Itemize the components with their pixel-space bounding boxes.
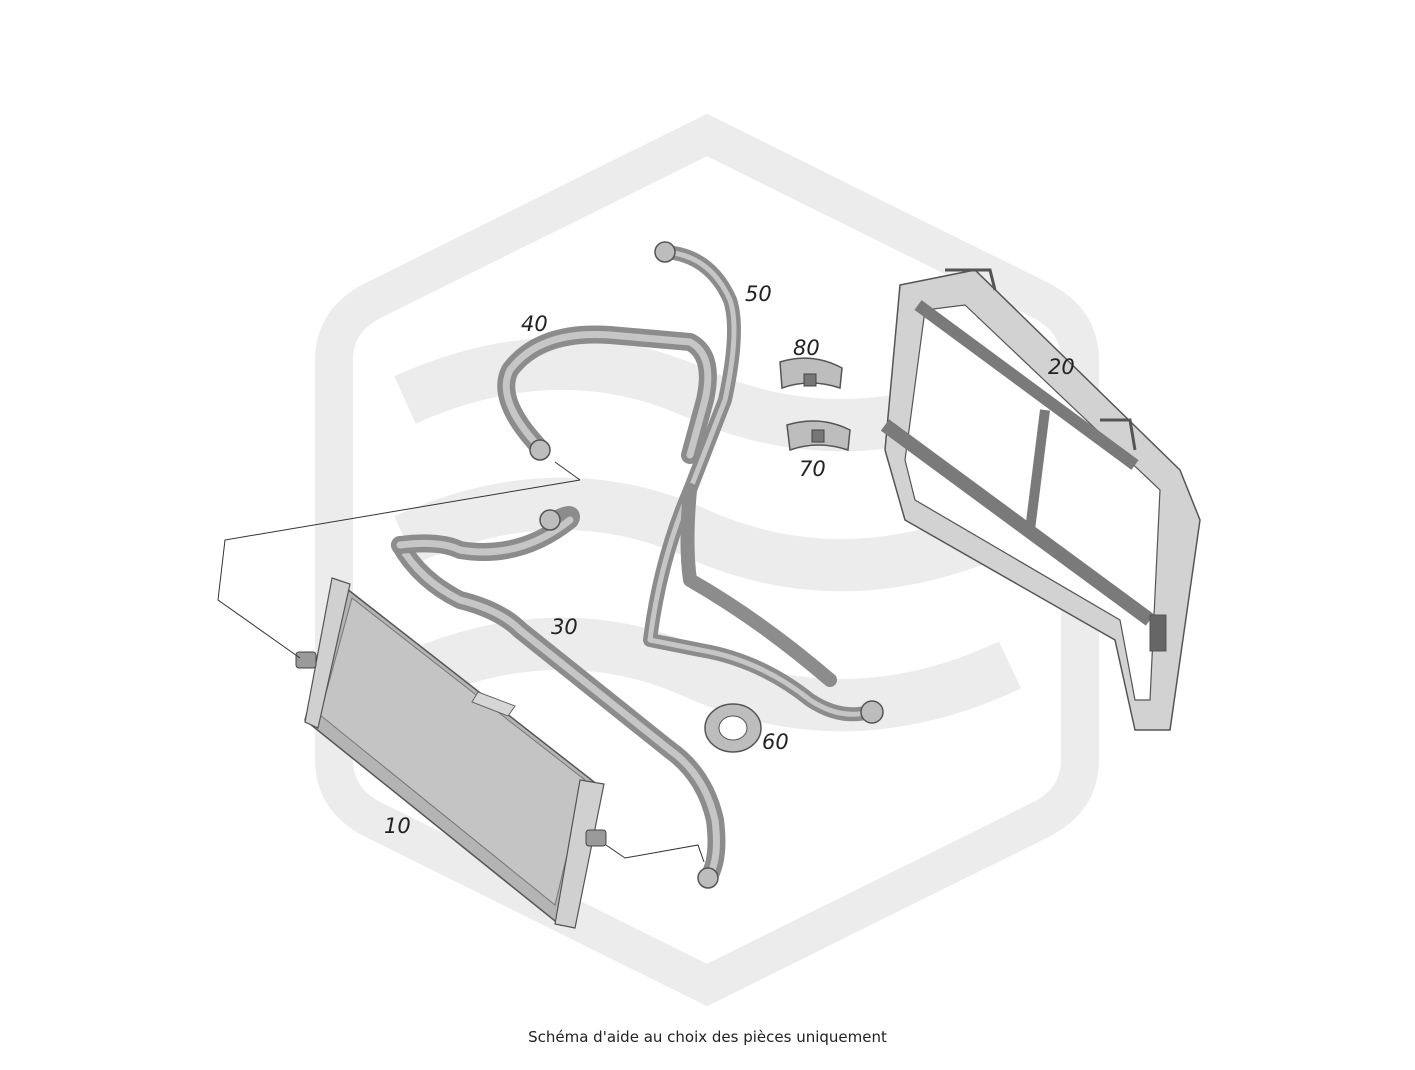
part-30-hose[interactable] xyxy=(391,506,726,889)
part-70-clip[interactable] xyxy=(786,420,851,452)
part-60-grommet[interactable] xyxy=(704,703,762,753)
part-20-frame[interactable] xyxy=(880,268,1201,731)
part-40-hose[interactable] xyxy=(497,325,717,464)
diagram-caption: Schéma d'aide au choix des pièces unique… xyxy=(528,1028,887,1046)
callout-70[interactable]: 70 xyxy=(799,457,826,481)
callout-80[interactable]: 80 xyxy=(793,336,820,360)
callout-40[interactable]: 40 xyxy=(521,312,548,336)
callout-10[interactable]: 10 xyxy=(384,814,411,838)
part-50-hose[interactable] xyxy=(643,241,884,724)
callout-30[interactable]: 30 xyxy=(551,615,578,639)
leader-lines xyxy=(217,461,705,863)
callout-60[interactable]: 60 xyxy=(762,730,789,754)
callout-labels: 10 20 30 40 50 60 70 80 xyxy=(384,282,1075,838)
callout-50[interactable]: 50 xyxy=(745,282,772,306)
part-80-clip[interactable] xyxy=(779,357,843,390)
callout-20[interactable]: 20 xyxy=(1048,355,1075,379)
part-10-radiator[interactable] xyxy=(295,577,607,929)
